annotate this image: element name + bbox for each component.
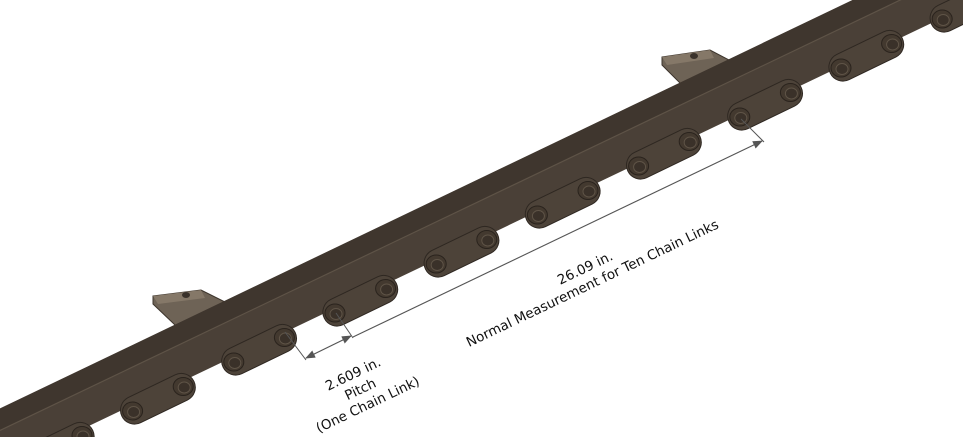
chain-pin: [577, 181, 599, 200]
ten-link-label: Normal Measurement for Ten Chain Links: [464, 217, 721, 351]
chain-pin: [628, 156, 650, 176]
chain-pin: [425, 254, 447, 274]
chain-pin: [324, 303, 346, 323]
chain-pin: [172, 377, 194, 396]
chain-pin: [375, 279, 397, 298]
attachment-hole-icon: [182, 292, 190, 298]
ten-link-dimension: [352, 118, 765, 338]
attachment-hole-icon: [690, 53, 698, 59]
chain-pin: [881, 34, 903, 53]
pitch-dimension: [284, 312, 354, 361]
chain-pin: [931, 9, 953, 29]
chain-pin: [526, 205, 548, 225]
chain-pin: [476, 230, 498, 249]
chain-pin: [779, 83, 801, 102]
chain-pin: [830, 58, 852, 78]
chain-pin: [678, 132, 700, 151]
chain-pin: [223, 352, 245, 372]
chain-pin: [122, 401, 144, 421]
chain-pin: [729, 107, 751, 127]
chain-pin: [273, 328, 295, 347]
